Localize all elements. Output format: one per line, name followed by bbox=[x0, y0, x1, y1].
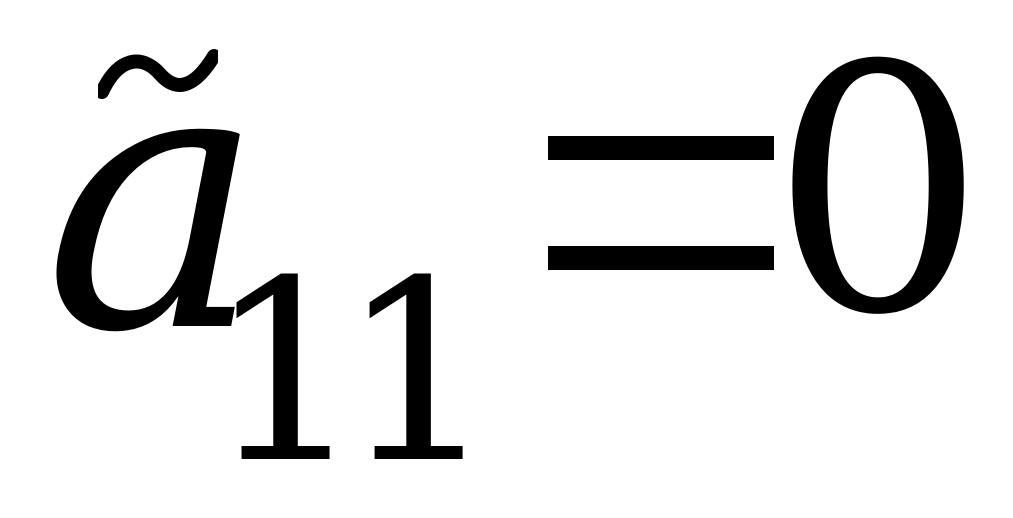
subscript-11: 11 bbox=[206, 227, 498, 518]
math-equation: a 11 0 bbox=[44, 0, 987, 498]
rhs-zero: 0 bbox=[770, 0, 987, 390]
tilde-accent bbox=[98, 49, 218, 99]
equals-sign bbox=[548, 136, 774, 270]
